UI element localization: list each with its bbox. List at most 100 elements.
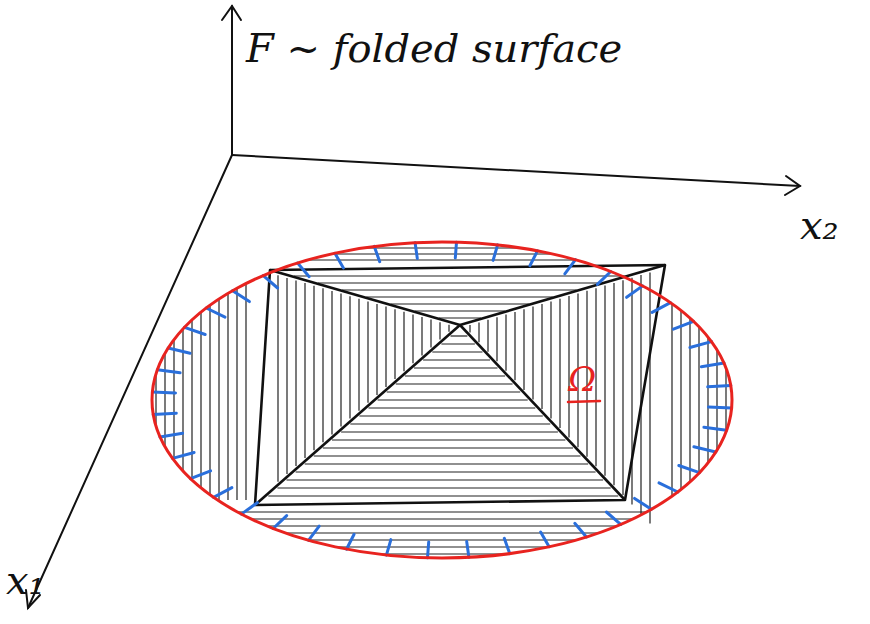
hatch-line <box>550 301 551 418</box>
hatch-line <box>441 343 475 344</box>
boundary-tick <box>335 253 344 268</box>
hatch-line <box>200 553 690 554</box>
boundary-tick <box>206 308 225 317</box>
hatch-line <box>268 495 618 496</box>
hatch-line <box>640 275 641 514</box>
boundary-tick <box>493 245 498 261</box>
hatch-line <box>523 309 524 390</box>
hatch-line <box>245 275 246 500</box>
boundary-tick <box>263 276 277 288</box>
x1-axis <box>28 155 232 608</box>
hatch-line <box>432 351 482 352</box>
hatching <box>268 272 650 523</box>
boundary-tick <box>679 466 700 473</box>
hatch-line <box>478 322 479 342</box>
hatch-line <box>296 471 596 472</box>
hatch-line <box>323 447 573 448</box>
axis-label: x₁ <box>6 560 45 600</box>
boundary-tick <box>467 542 469 558</box>
hatch-line <box>173 275 174 500</box>
hatch-line <box>164 275 165 500</box>
boundary-tick <box>530 251 538 266</box>
boundary-tick <box>606 512 620 524</box>
hatch-line <box>604 286 605 476</box>
hatch-line <box>412 314 413 363</box>
domain-boundary <box>152 242 732 558</box>
fold-outline <box>255 265 665 505</box>
hatch-line <box>378 399 528 400</box>
boundary-tick <box>157 370 180 373</box>
hatch-line <box>469 325 470 333</box>
hatch-line <box>341 431 558 432</box>
boundary-tick <box>701 363 724 367</box>
hatch-line <box>277 487 610 488</box>
hatch-line <box>227 275 228 500</box>
hatch-line <box>421 317 422 355</box>
hatch-line <box>415 310 505 311</box>
hatch-line <box>200 253 690 254</box>
boundary-tick <box>652 303 670 313</box>
hatch-line <box>331 291 332 435</box>
omega-underline <box>568 401 600 402</box>
hatch-line <box>403 312 404 371</box>
boundary-tick <box>191 471 211 479</box>
hatch-line <box>358 299 359 411</box>
hatch-line <box>349 296 350 418</box>
hatch-line <box>287 479 604 480</box>
hatch-line <box>155 275 156 500</box>
boundary-tick <box>673 321 693 329</box>
hatch-line <box>200 511 690 512</box>
hatch-line <box>622 280 623 495</box>
hatch-line <box>559 299 560 428</box>
hatch-line <box>200 247 690 248</box>
boundary-tick <box>309 526 320 540</box>
hatch-line <box>200 546 690 547</box>
hatch-line <box>182 275 183 500</box>
hatch-line <box>313 286 314 451</box>
axis-label: x₂ <box>800 205 839 245</box>
hatch-line <box>387 391 521 392</box>
hatch-line <box>505 315 506 371</box>
hatch-line <box>236 275 237 500</box>
hatch-line <box>277 275 278 482</box>
hatch-line <box>218 275 219 500</box>
axes <box>26 6 800 608</box>
hatch-line <box>200 275 201 500</box>
hatch-line <box>532 307 533 400</box>
hatch-line <box>295 281 296 467</box>
hatch-line <box>200 532 690 533</box>
hatch-line <box>394 309 395 379</box>
boundary-tick <box>273 516 287 529</box>
boundary-tick <box>168 348 190 353</box>
boundary-tick <box>153 413 176 414</box>
hatch-line <box>305 463 588 464</box>
fold-line <box>270 270 460 325</box>
boundary-tick <box>694 447 716 452</box>
boundary-tick <box>386 540 391 556</box>
fold-line <box>460 325 625 500</box>
hatch-line <box>439 322 440 339</box>
hatch-line <box>191 275 192 500</box>
boundary-tick <box>374 246 379 261</box>
boundary-tick <box>347 534 355 549</box>
hatch-line <box>286 278 287 474</box>
hatch-line <box>304 283 305 458</box>
hatch-line <box>631 278 632 505</box>
boundary-tick <box>690 342 712 348</box>
hatch-line <box>350 423 550 424</box>
boundary-tick <box>214 488 232 498</box>
hatch-line <box>680 272 681 495</box>
hatch-line <box>716 272 717 495</box>
axis-title: F ~ folded surface <box>246 28 622 68</box>
hatch-line <box>396 383 513 384</box>
hatch-line <box>391 303 529 304</box>
boundary-tick <box>428 542 429 558</box>
fold-lines <box>255 265 665 505</box>
hatch-line <box>430 320 431 348</box>
boundary-tick <box>504 538 509 553</box>
boundary-tick <box>627 286 643 297</box>
hatch-line <box>200 539 690 540</box>
hatch-line <box>294 275 625 276</box>
hatch-line <box>725 272 726 495</box>
